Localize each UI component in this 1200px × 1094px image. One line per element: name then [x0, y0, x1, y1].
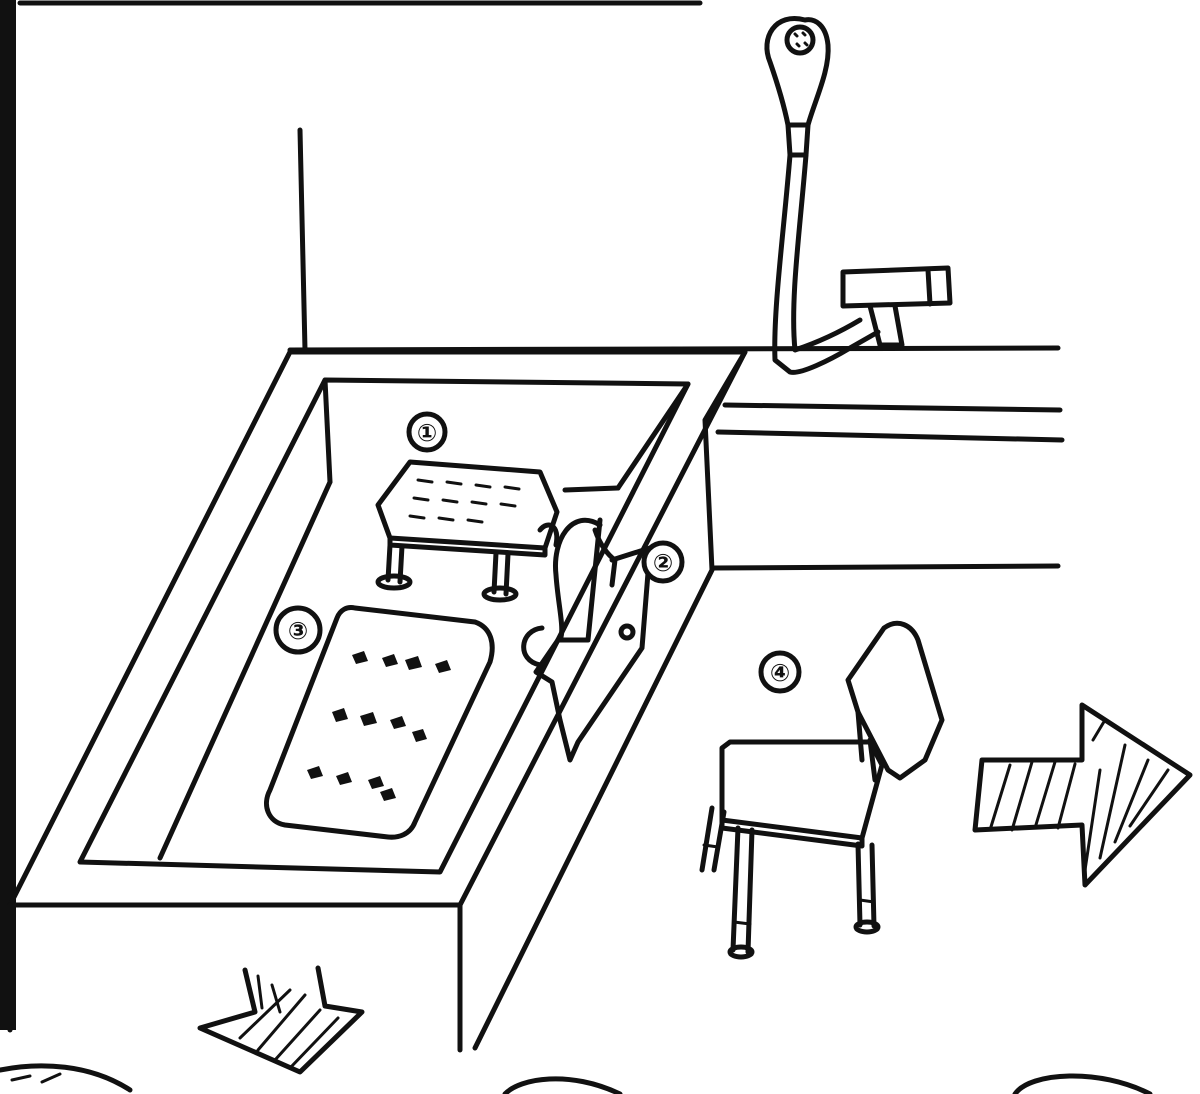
shower-chair [702, 623, 942, 957]
marker-3-label: ③ [288, 617, 308, 645]
marker-4: ④ [761, 653, 799, 691]
cropped-sketch-fragments [0, 1066, 1150, 1094]
bath-stool [378, 462, 557, 600]
scan-left-border [0, 0, 16, 1030]
bathtub [10, 352, 745, 1050]
marker-1: ① [409, 414, 445, 450]
shower-unit [767, 19, 950, 373]
arrow-right [975, 705, 1190, 885]
arrow-down [200, 968, 362, 1072]
marker-3: ③ [276, 608, 320, 652]
marker-4-label: ④ [770, 659, 790, 687]
marker-1-label: ① [417, 419, 437, 447]
marker-2-label: ② [653, 549, 673, 577]
bathroom-walls [290, 130, 1062, 568]
marker-2: ② [644, 543, 682, 581]
